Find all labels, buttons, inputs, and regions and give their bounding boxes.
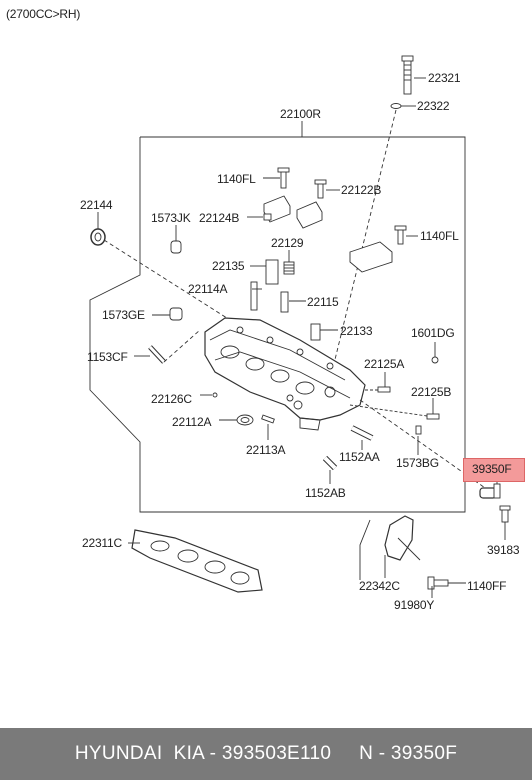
bearing-cap-b: [296, 201, 323, 229]
part-label-22311c[interactable]: 22311C: [82, 536, 122, 550]
part-label-1140fl-a[interactable]: 1140FL: [217, 172, 256, 186]
bolt-22321: [401, 55, 414, 95]
sleeve-22135: [265, 259, 279, 285]
part-22133: [310, 323, 321, 341]
bolt-22125b: [426, 413, 440, 420]
part-label-22322[interactable]: 22322: [417, 99, 450, 113]
plug-1573bg: [415, 425, 422, 435]
part-label-1152ab[interactable]: 1152AB: [305, 486, 346, 500]
bolt-1140ff: [427, 576, 449, 590]
part-label-22115[interactable]: 22115: [307, 295, 339, 309]
part-label-1153cf[interactable]: 1153CF: [87, 350, 128, 364]
part-label-1601dg[interactable]: 1601DG: [411, 326, 455, 340]
bearing-cap-right: [349, 241, 393, 273]
part-number-footer: HYUNDAI KIA - 393503E110 N - 39350F: [0, 728, 532, 780]
part-label-22126c[interactable]: 22126C: [151, 392, 192, 406]
washer-22322: [390, 103, 402, 109]
bolt-1140fl-a: [277, 167, 290, 189]
part-label-39350f[interactable]: 39350F: [472, 462, 512, 476]
part-22113a: [261, 414, 275, 424]
part-label-1140ff[interactable]: 1140FF: [467, 579, 507, 593]
bracket-22342c: [384, 515, 414, 561]
variant-label: (2700CC>RH): [6, 7, 81, 21]
part-label-1152aa[interactable]: 1152AA: [339, 450, 380, 464]
part-label-22114a[interactable]: 22114A: [188, 282, 228, 296]
part-label-1573ge[interactable]: 1573GE: [102, 308, 145, 322]
stud-1153cf: [148, 345, 166, 364]
dowel-1152ab: [322, 455, 338, 471]
spring-22129: [283, 261, 295, 275]
seal-22112a: [236, 414, 254, 426]
plug-1573ge: [169, 307, 183, 321]
part-label-22112a[interactable]: 22112A: [172, 415, 212, 429]
part-label-1573jk[interactable]: 1573JK: [151, 211, 191, 225]
part-label-22124b[interactable]: 22124B: [199, 211, 240, 225]
pin-22114a: [250, 281, 258, 311]
part-label-22342c[interactable]: 22342C: [359, 579, 400, 593]
part-label-1573bg[interactable]: 1573BG: [396, 456, 439, 470]
dowel-22124b: [263, 213, 272, 221]
part-label-22125b[interactable]: 22125B: [411, 385, 452, 399]
head-gasket-22311c: [131, 529, 263, 593]
part-label-22125a[interactable]: 22125A: [364, 357, 405, 371]
part-label-1140fl-b[interactable]: 1140FL: [420, 229, 459, 243]
part-label-22144[interactable]: 22144: [80, 198, 113, 212]
part-label-22129[interactable]: 22129: [271, 236, 304, 250]
bolt-22125a: [377, 386, 391, 393]
cylinder-head: [204, 317, 366, 431]
part-label-91980y[interactable]: 91980Y: [394, 598, 435, 612]
bolt-22122b: [314, 179, 327, 199]
highlight-box-39350f: [463, 458, 525, 482]
part-label-22122b[interactable]: 22122B: [341, 183, 382, 197]
part-label-22321[interactable]: 22321: [428, 71, 461, 85]
plug-1601dg: [431, 356, 439, 364]
assembly-frame: [89, 136, 466, 513]
part-label-22135[interactable]: 22135: [212, 259, 245, 273]
dowel-1152aa: [350, 425, 374, 441]
bolt-39183: [499, 505, 511, 523]
part-label-22113a[interactable]: 22113A: [246, 443, 286, 457]
plug-1573jk: [170, 240, 182, 254]
seal-22144: [90, 228, 106, 246]
part-label-39183[interactable]: 39183: [487, 543, 520, 557]
part-label-22133[interactable]: 22133: [340, 324, 373, 338]
bolt-1140fl-b: [394, 225, 407, 245]
part-22115: [280, 291, 289, 313]
part-label-22100r[interactable]: 22100R: [280, 107, 321, 121]
